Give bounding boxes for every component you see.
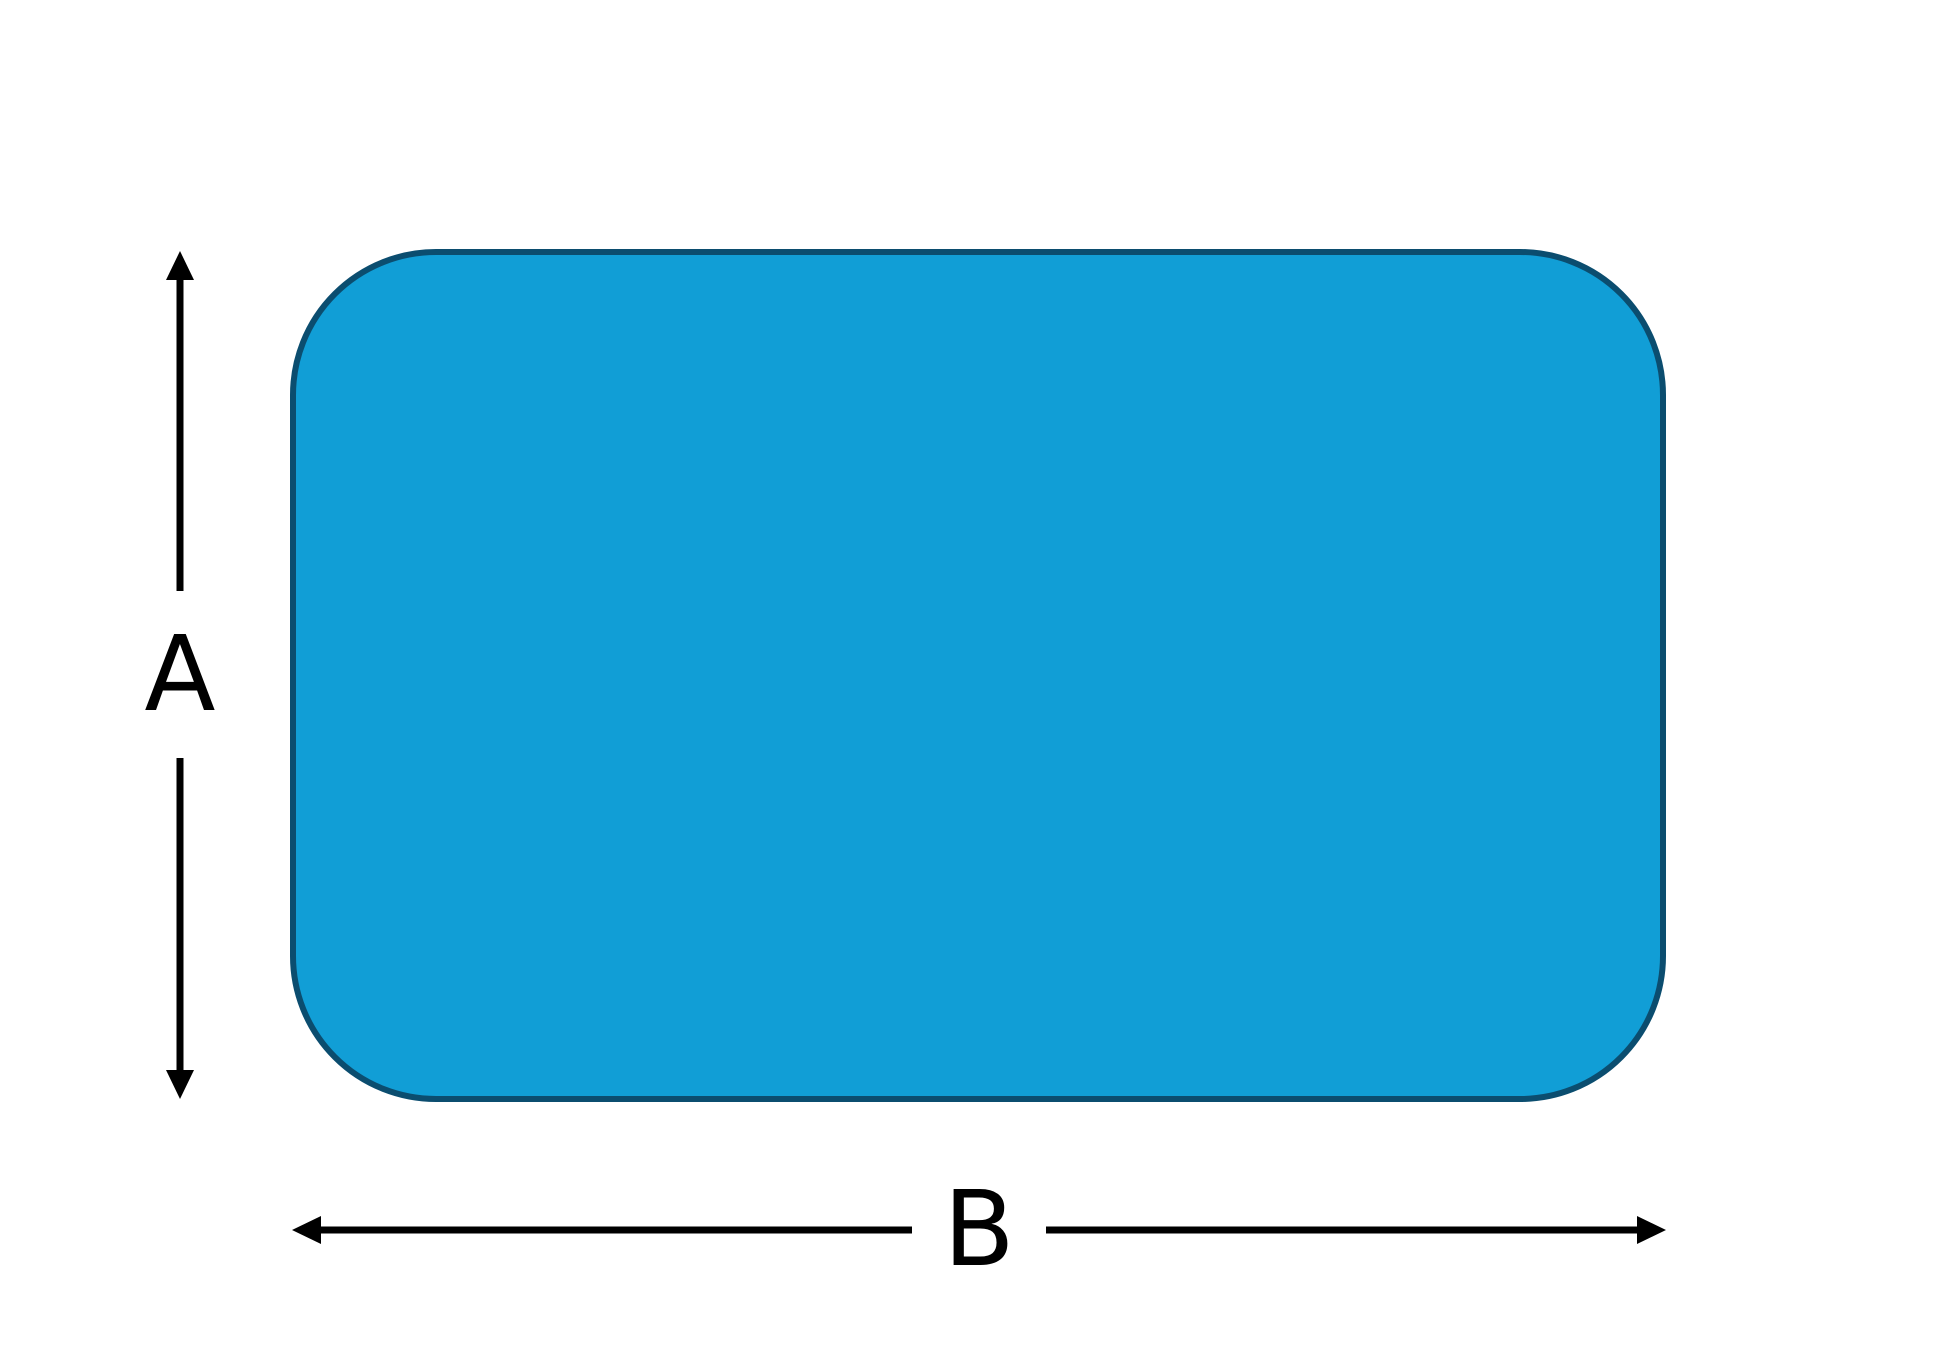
width-dimension: B: [292, 1168, 1666, 1290]
width-arrow-right-head: [1637, 1216, 1666, 1244]
width-arrow-left-head: [292, 1216, 321, 1244]
height-dimension: A: [144, 251, 216, 1099]
height-label: A: [144, 613, 215, 735]
width-label: B: [943, 1168, 1014, 1290]
height-arrow-bottom-head: [166, 1070, 194, 1099]
height-arrow-top-head: [166, 251, 194, 280]
rounded-rectangle-shape: [290, 249, 1666, 1102]
